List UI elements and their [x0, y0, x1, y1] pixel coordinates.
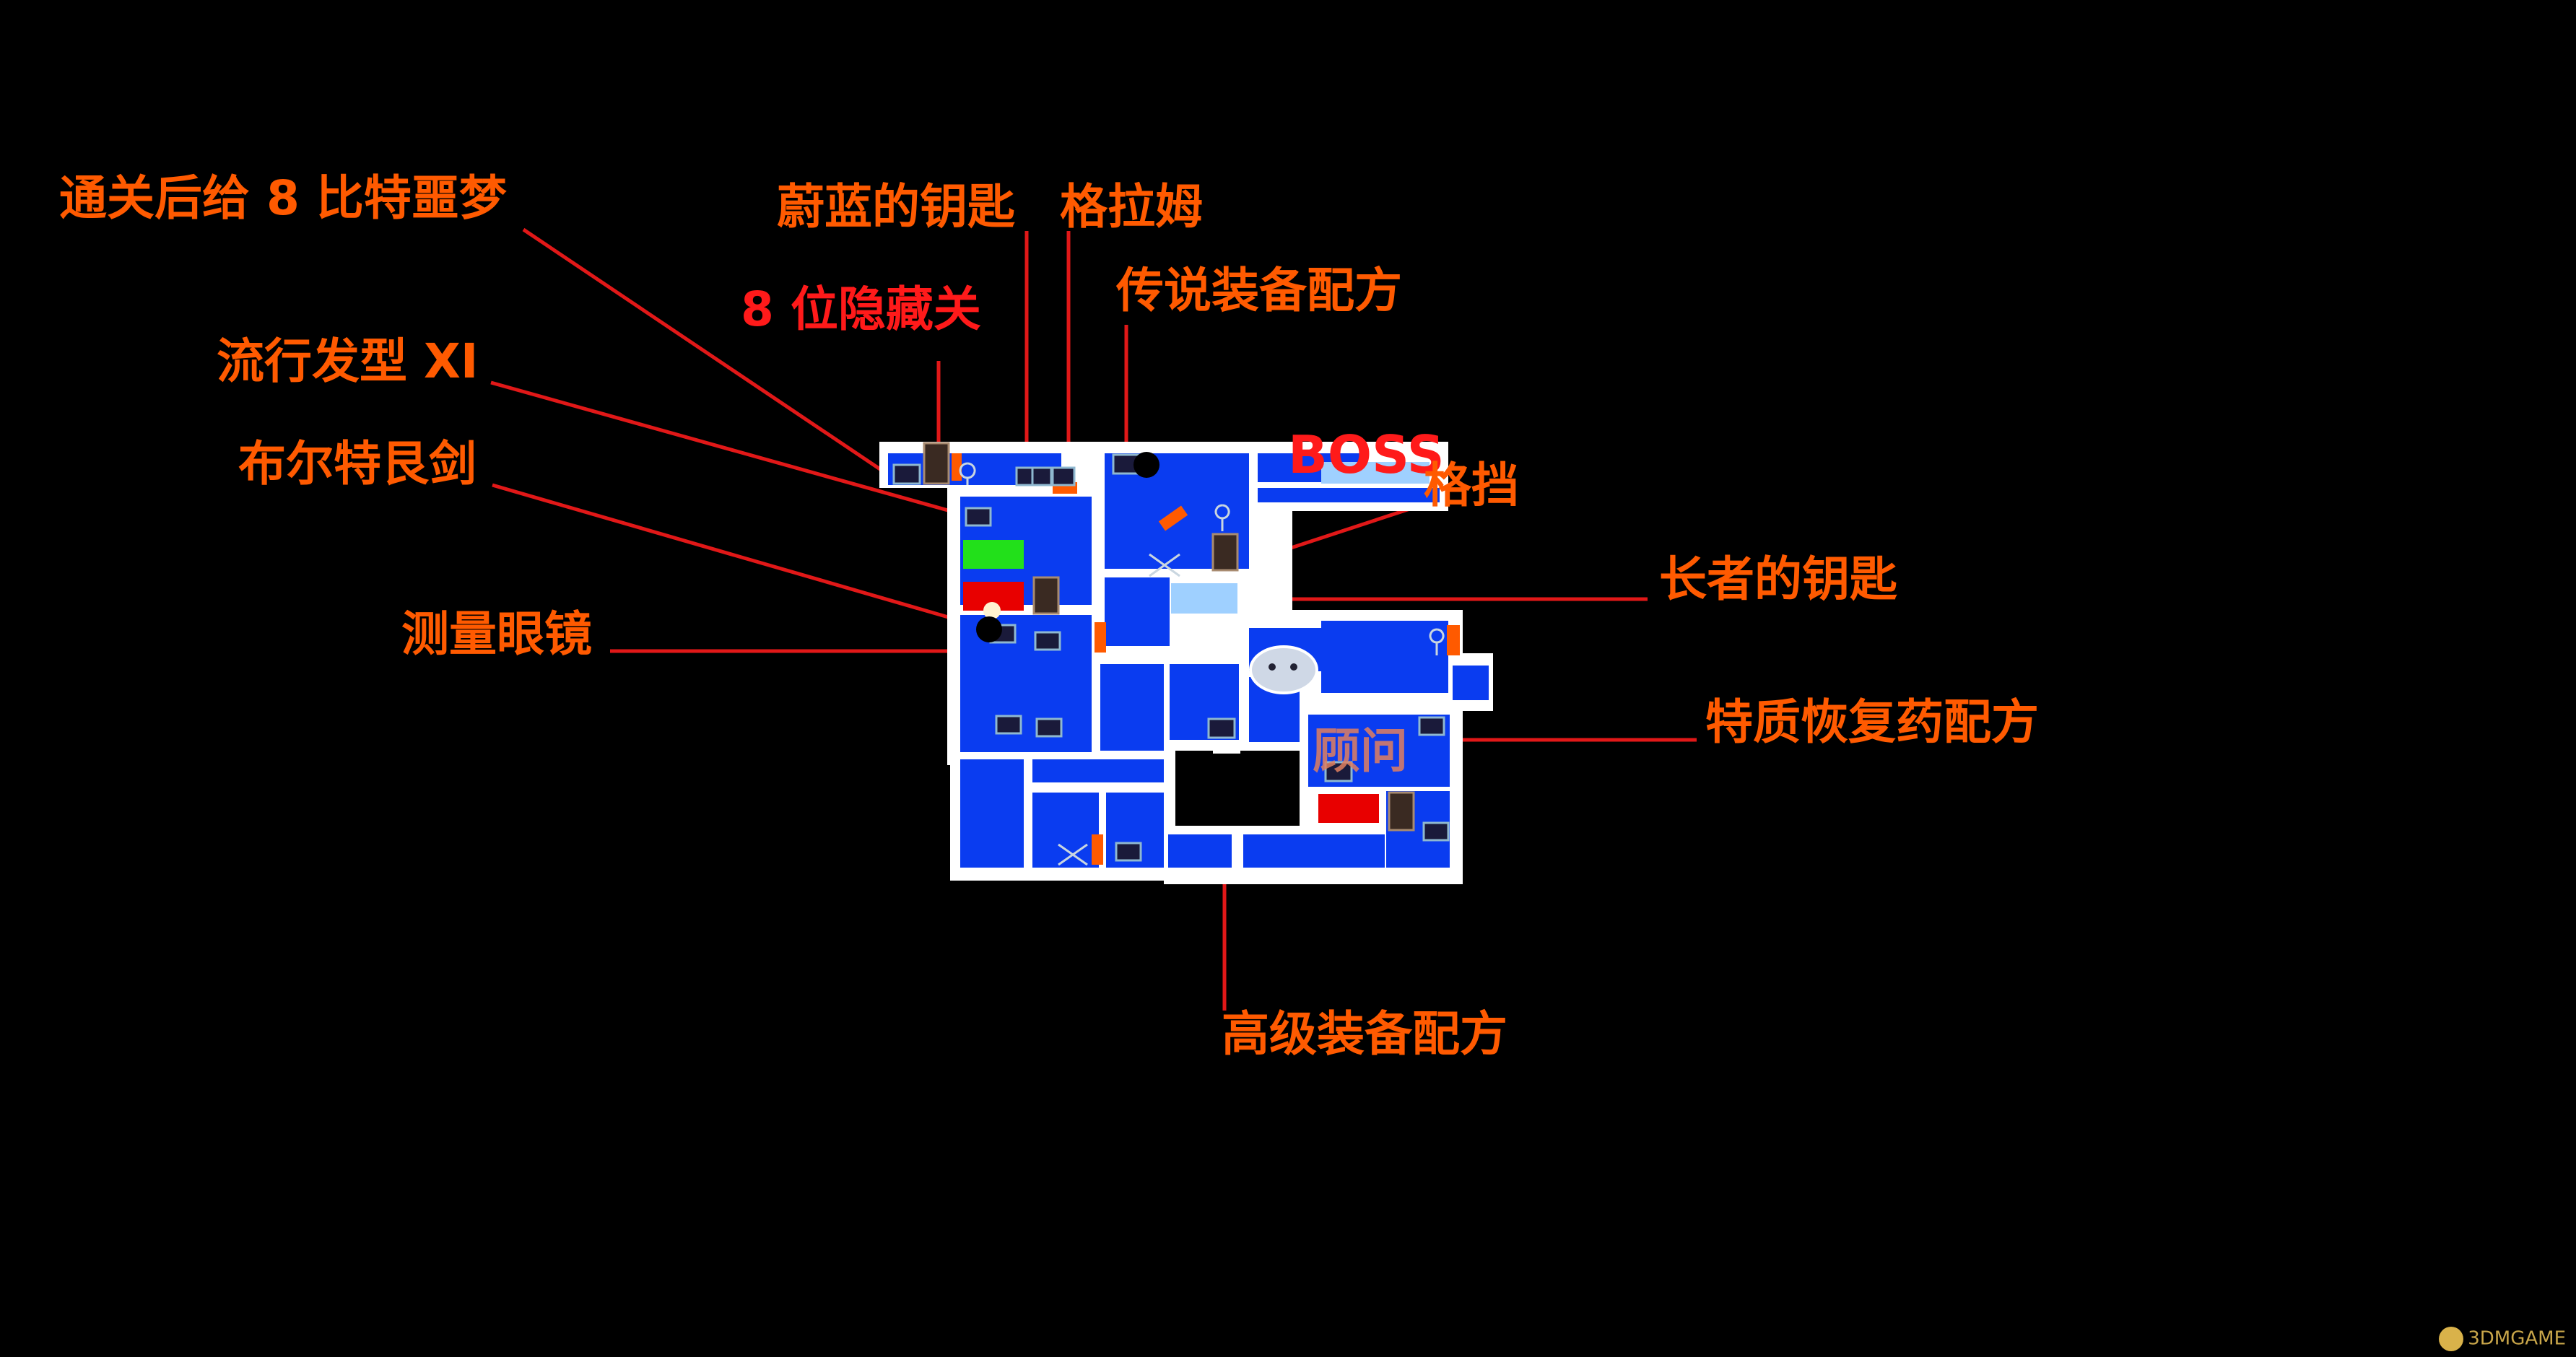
watermark: 3DMGAME [2439, 1327, 2566, 1351]
label-parry: 格挡 [1424, 458, 1519, 513]
room-upper-right2 [1258, 488, 1440, 502]
chest-blue-4 [1115, 842, 1142, 862]
cabinet-right [1388, 791, 1415, 832]
leader-line-bult-sword [492, 483, 991, 632]
sparkle-icon [983, 602, 1001, 619]
room-right-ext [1453, 666, 1489, 700]
label-legend-recipe: 传说装备配方 [1116, 263, 1402, 318]
label-advisor: 顾问 [1313, 723, 1408, 779]
label-glasses: 测量眼镜 [401, 606, 592, 662]
label-boss: BOSS [1288, 424, 1445, 485]
map-void [1175, 751, 1300, 826]
label-trait-recipe: 特质恢复药配方 [1705, 694, 2039, 750]
advisor-ghost-icon [1249, 645, 1318, 694]
door-5 [1092, 834, 1103, 865]
npc-figure-top-icon [959, 462, 976, 485]
sprites [959, 462, 1445, 866]
cabinet-parry [1211, 533, 1239, 572]
watermark-logo-icon [2439, 1327, 2464, 1351]
green-block [963, 540, 1024, 569]
watermark-text: 3DMGAME [2468, 1327, 2566, 1350]
leader-line-hairstyle [490, 380, 967, 518]
chest-blue-2 [1035, 717, 1063, 738]
chest-trait [1418, 716, 1445, 736]
light-rooms [1171, 462, 1430, 614]
chest-top-2 [1031, 466, 1053, 486]
label-nightmare: 通关后给 8 比特噩梦 [59, 170, 507, 226]
room-right-mid2 [1321, 621, 1448, 693]
npc-figure-parry-icon [1214, 504, 1230, 531]
label-advanced-recipe: 高级装备配方 [1222, 1006, 1507, 1062]
door-1 [952, 453, 962, 481]
room-lower-mid [1032, 793, 1099, 868]
npc-figure-right-icon [1429, 628, 1445, 655]
room-lower-right2 [1243, 834, 1385, 868]
room-light-elder [1171, 583, 1237, 614]
red-block-right [1318, 794, 1379, 823]
room-lower-left [960, 759, 1024, 868]
room-lower-right [1168, 834, 1232, 868]
pit-top-icon [1133, 452, 1159, 478]
map-void-cut [1213, 749, 1240, 754]
cabinet-hidden-stage [923, 442, 950, 485]
chest-gram [1051, 466, 1076, 486]
chest-advanced [1207, 717, 1236, 739]
room-light-boss [1321, 462, 1430, 484]
label-hairstyle: 流行发型 XI [217, 333, 479, 389]
label-gram: 格拉姆 [1060, 179, 1203, 235]
chest-hairstyle [965, 507, 992, 527]
room-lower-left2 [1032, 759, 1164, 782]
chest-nightmare [892, 463, 921, 485]
door-4 [1447, 625, 1460, 655]
chest-blue-5 [1422, 821, 1450, 842]
leader-line-nightmare [522, 227, 884, 473]
crossed-swords-icon [1149, 553, 1180, 577]
door-diamond [1158, 505, 1188, 531]
chest-blue-3 [1324, 761, 1353, 782]
door-3 [1095, 622, 1106, 653]
cabinet-left [1032, 576, 1060, 615]
chest-blue-1 [995, 715, 1022, 735]
label-elder-key: 长者的钥匙 [1659, 551, 1897, 607]
label-bult-sword: 布尔特艮剑 [238, 436, 477, 492]
label-azure-key: 蔚蓝的钥匙 [777, 179, 1015, 235]
cabinets [923, 442, 1415, 832]
room-center-col [1105, 577, 1170, 646]
crossed-swords-icon-2 [1058, 843, 1088, 866]
label-hidden-stage: 8 位隐藏关 [741, 282, 981, 337]
chest-glasses [1034, 631, 1061, 651]
room-left-mid2 [1100, 664, 1164, 751]
pit-left-icon [976, 616, 1002, 642]
